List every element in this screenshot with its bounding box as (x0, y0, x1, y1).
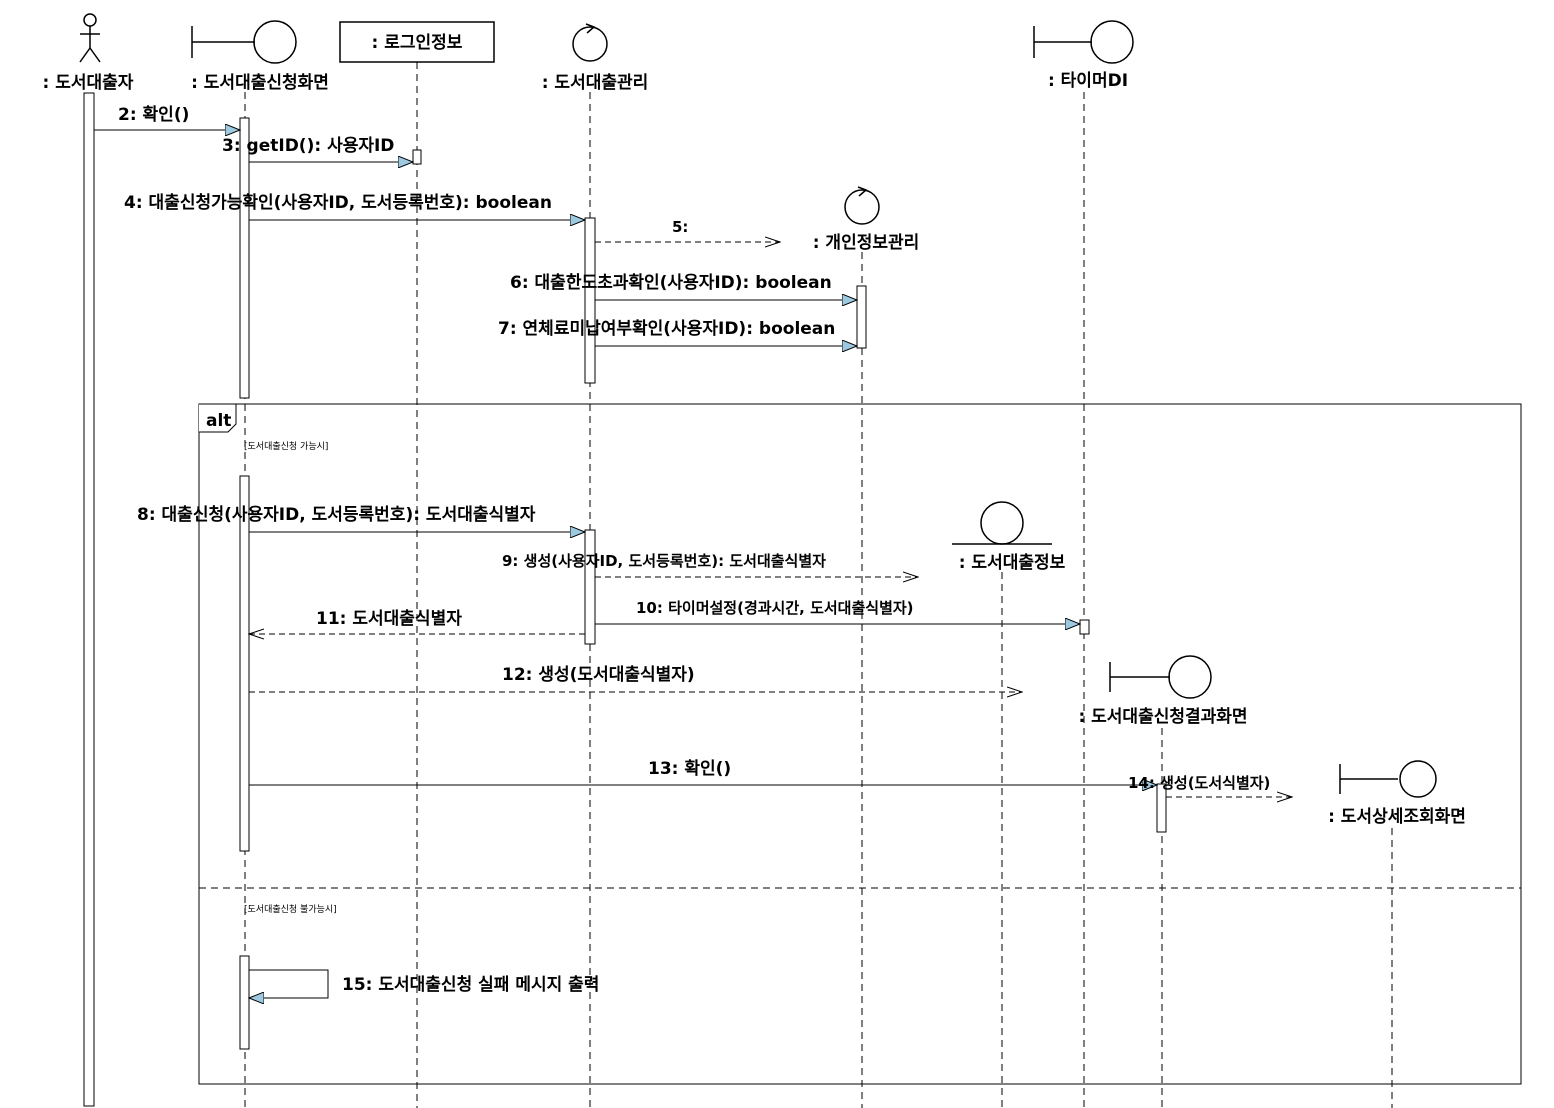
alt-fragment (198, 403, 1522, 1085)
lifelines (244, 62, 1393, 1108)
alt-operator-label: alt (206, 411, 231, 431)
object-box-login (339, 21, 495, 63)
actor-icon (79, 13, 101, 63)
entity-icon-loaninfo (952, 501, 1052, 545)
participant-label-result: : 도서대출신청결과화면 (1078, 706, 1247, 727)
activation-actor (83, 92, 95, 1107)
message-label-7: 7: 연체료미납여부확인(사용자ID): boolean (498, 319, 835, 339)
message-label-2: 2: 확인() (118, 105, 189, 125)
message-label-9: 9: 생성(사용자ID, 도서등록번호): 도서대출식별자 (502, 552, 826, 570)
message-label-10: 10: 타이머설정(경과시간, 도서대출식별자) (636, 599, 914, 617)
arrow-15 (249, 969, 329, 998)
boundary-icon-result (1109, 655, 1212, 699)
message-arrows (94, 130, 1292, 998)
message-label-8: 8: 대출신청(사용자ID, 도서등록번호): 도서대출식별자 (137, 504, 536, 525)
activation-result (1156, 783, 1167, 833)
message-label-14: 14: 생성(도서식별자) (1128, 774, 1270, 792)
participant-label-login: : 로그인정보 (372, 33, 463, 53)
boundary-icon-timer (1033, 20, 1134, 64)
boundary-icon-screen (191, 20, 297, 64)
participant-label-timer: : 타이머DI (1048, 71, 1128, 91)
guard-unavailable: [도서대출신청 불가능시] (244, 904, 337, 915)
guard-available: [도서대출신청 가능시] (244, 441, 328, 452)
control-icon-loanctl (572, 23, 608, 62)
activation-screen-2 (239, 475, 250, 852)
participant-label-screen: : 도서대출신청화면 (191, 72, 329, 93)
participant-label-actor: : 도서대출자 (43, 73, 134, 93)
message-label-12: 12: 생성(도서대출식별자) (502, 665, 695, 685)
control-icon-personal (844, 186, 880, 225)
activation-screen-1 (239, 117, 250, 399)
message-label-11: 11: 도서대출식별자 (316, 609, 462, 629)
participant-label-detail: : 도서상세조회화면 (1328, 807, 1466, 827)
activation-login (412, 149, 422, 165)
activation-personal (856, 285, 867, 349)
message-label-6: 6: 대출한도초과확인(사용자ID): boolean (510, 273, 832, 293)
message-label-13: 13: 확인() (648, 759, 731, 779)
message-label-3: 3: getID(): 사용자ID (222, 136, 394, 156)
activation-timer (1079, 619, 1090, 635)
message-label-4: 4: 대출신청가능확인(사용자ID, 도서등록번호): boolean (124, 192, 552, 213)
participant-label-personal: : 개인정보관리 (813, 233, 920, 253)
activation-loanctl-2 (584, 529, 596, 645)
message-label-5: 5: (672, 218, 688, 236)
participant-label-loaninfo: : 도서대출정보 (959, 553, 1066, 573)
activation-loanctl-1 (584, 217, 596, 384)
boundary-icon-detail (1339, 760, 1437, 798)
activation-screen-3 (239, 955, 250, 1050)
message-label-15: 15: 도서대출신청 실패 메시지 출력 (342, 974, 599, 995)
participant-label-loanctl: : 도서대출관리 (542, 73, 649, 93)
activation-bars (83, 92, 1167, 1107)
